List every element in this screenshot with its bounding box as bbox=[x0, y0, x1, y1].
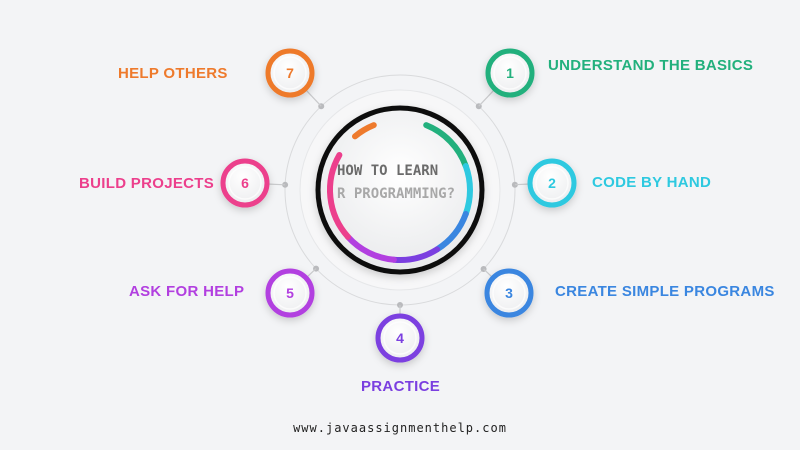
step-label-1: UNDERSTAND THE BASICS bbox=[548, 57, 754, 74]
connector-line-2 bbox=[514, 183, 531, 186]
center-disc bbox=[315, 105, 485, 275]
step-label-5: ASK FOR HELP bbox=[129, 283, 245, 300]
step-node-2: 2 bbox=[527, 158, 577, 208]
center-arc-6 bbox=[327, 152, 351, 240]
step-number-4: 4 bbox=[396, 330, 404, 346]
step-number-6: 6 bbox=[241, 175, 249, 191]
step-number-1: 1 bbox=[506, 65, 514, 81]
center-arc-7 bbox=[352, 122, 377, 140]
step-node-5: 5 bbox=[265, 268, 315, 318]
center-arc-1 bbox=[423, 122, 469, 170]
step-label-4: PRACTICE bbox=[361, 378, 441, 395]
center-arc-5 bbox=[344, 233, 397, 263]
center-title-line1: HOW TO LEARN bbox=[337, 163, 439, 179]
step-nodes: 1 2 3 4 5 6 7 bbox=[220, 48, 577, 363]
center-arc-3 bbox=[434, 210, 469, 253]
connector-line-7 bbox=[304, 88, 322, 107]
step-label-6: BUILD PROJECTS bbox=[79, 175, 215, 192]
center-title-line2: R PROGRAMMING? bbox=[337, 186, 456, 202]
step-node-4: 4 bbox=[375, 313, 425, 363]
connector-line-1 bbox=[478, 88, 496, 107]
connector-line-6 bbox=[266, 183, 286, 186]
center-arc-2 bbox=[462, 163, 473, 217]
step-node-7: 7 bbox=[265, 48, 315, 98]
step-node-3: 3 bbox=[484, 268, 534, 318]
step-label-3: CREATE SIMPLE PROGRAMS bbox=[555, 283, 775, 300]
connector-lines bbox=[266, 88, 531, 316]
center-progress-ring bbox=[327, 122, 473, 263]
step-number-3: 3 bbox=[505, 285, 513, 301]
center-arc-4 bbox=[390, 246, 441, 263]
step-number-5: 5 bbox=[286, 285, 294, 301]
step-node-1: 1 bbox=[485, 48, 535, 98]
step-node-6: 6 bbox=[220, 158, 270, 208]
footer-url: www.javaassignmenthelp.com bbox=[293, 421, 507, 435]
step-label-2: CODE BY HAND bbox=[592, 174, 712, 191]
step-number-2: 2 bbox=[548, 175, 556, 191]
step-number-7: 7 bbox=[286, 65, 294, 81]
step-label-7: HELP OTHERS bbox=[118, 65, 228, 82]
